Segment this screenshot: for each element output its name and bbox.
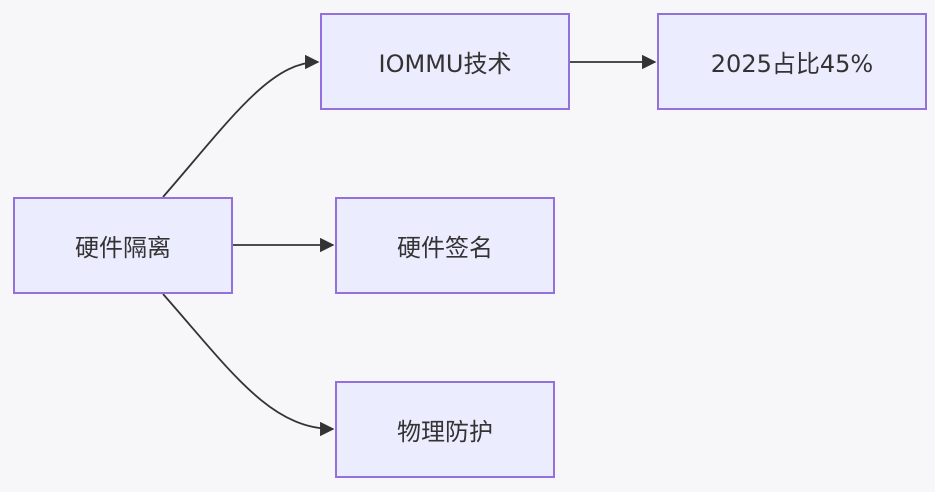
node-iommu-technology: IOMMU技术: [320, 13, 570, 110]
node-2025-share: 2025占比45%: [657, 13, 927, 110]
node-label: 物理防护: [397, 418, 493, 446]
node-label: 2025占比45%: [710, 50, 874, 78]
node-label: 硬件签名: [397, 234, 493, 262]
node-label: IOMMU技术: [378, 50, 512, 78]
node-hardware-signature: 硬件签名: [335, 197, 555, 294]
node-hardware-isolation: 硬件隔离: [13, 197, 233, 294]
node-label: 硬件隔离: [75, 234, 171, 262]
edge-hw-isolation-to-iommu: [162, 54, 320, 198]
node-physical-protection: 物理防护: [335, 381, 555, 478]
edge-hw-isolation-to-physical: [162, 293, 335, 437]
